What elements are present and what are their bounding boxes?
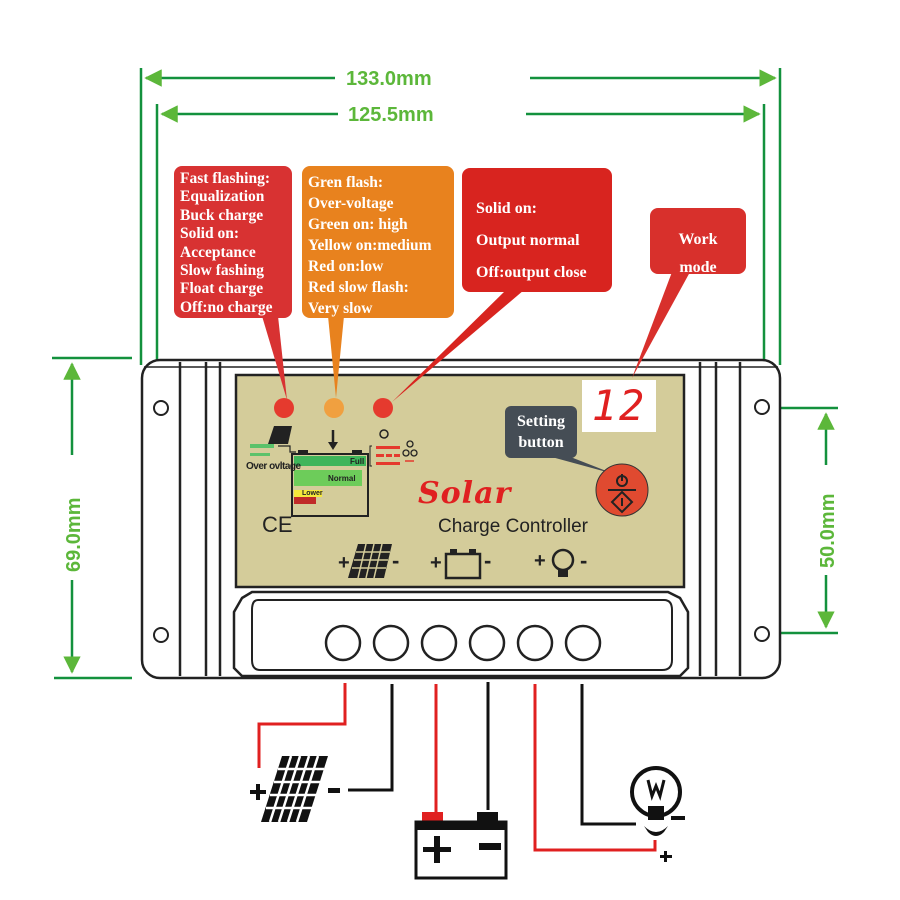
dimension-overall-height	[52, 356, 132, 680]
battery-level-normal	[294, 470, 362, 486]
callout-charge-status: Fast flashing: Equalization Buck charge …	[174, 166, 292, 318]
callout-line: Off:output close	[476, 264, 587, 281]
battery-level-full	[294, 456, 366, 466]
callout-line: Setting	[517, 413, 565, 430]
callout-setting-button: Setting button	[505, 406, 577, 458]
wire-solar-positive	[257, 683, 347, 768]
callout-line: Green on: high	[308, 216, 408, 233]
callout-line: button	[518, 434, 564, 451]
battery-level-graphic	[291, 450, 369, 517]
product-subtitle: Charge Controller	[438, 516, 588, 537]
terminal-solar-plus[interactable]	[324, 624, 362, 662]
brand-label: Solar	[418, 476, 512, 511]
callout-line: Acceptance	[180, 243, 256, 261]
panel-load-plus: +	[534, 550, 546, 572]
callout-line: Yellow on:medium	[308, 237, 432, 254]
setting-button[interactable]	[595, 463, 649, 517]
callout-line: Float charge	[180, 280, 264, 298]
callout-load-status: Solid on: Output normal Off:output close	[462, 168, 612, 292]
mounting-hole-top-right	[754, 399, 770, 415]
panel-solar-plus: +	[338, 552, 350, 574]
over-voltage-bar-1	[250, 444, 274, 448]
callout-pointer-mode	[632, 272, 690, 378]
callout-line: Equalization	[180, 188, 265, 206]
callout-battery-status: Gren flash: Over-voltage Green on: high …	[302, 166, 454, 318]
terminal-load-plus[interactable]	[516, 624, 554, 662]
callout-pointer-battery	[328, 316, 344, 398]
work-mode-display: 12	[582, 380, 656, 432]
light-bulb-icon	[630, 766, 685, 862]
over-voltage-label: Over ovltage	[246, 461, 301, 472]
led-charge-indicator	[274, 398, 294, 418]
terminal-screws	[324, 624, 602, 662]
dimension-label-hole-height: 50.0mm	[817, 494, 839, 569]
callout-line: Work	[678, 231, 718, 248]
lamp-mini-icon	[379, 429, 389, 439]
dimension-label-hole-width: 125.5mm	[348, 104, 434, 126]
callout-line: Red on:low	[308, 258, 384, 275]
lamp-terminal-icon	[551, 548, 575, 577]
display-value: 12	[591, 381, 647, 430]
wire-load-negative	[580, 684, 636, 826]
callout-line: Slow fashing	[180, 262, 264, 280]
solar-plus-sign	[250, 784, 266, 800]
dimension-hole-width	[155, 104, 766, 408]
battery-icon	[414, 812, 508, 880]
solar-minus-sign	[328, 788, 340, 793]
callout-pointer-setting	[548, 456, 614, 474]
callout-line: Off:no charge	[180, 298, 273, 316]
terminal-solar-minus[interactable]	[372, 624, 410, 662]
dimension-label-overall-width: 133.0mm	[346, 68, 432, 90]
battery-level-critical	[294, 497, 316, 504]
arrow-down-icon	[328, 430, 338, 450]
callout-pointer-load	[392, 290, 524, 402]
solar-panel-icon	[261, 755, 328, 823]
callout-line: Over-voltage	[308, 195, 394, 212]
load-status-graphic	[369, 429, 418, 467]
callout-line: Fast flashing:	[180, 170, 270, 187]
callout-line: mode	[679, 259, 717, 276]
battery-level-full-label: Full	[350, 457, 365, 466]
dimension-label-overall-height: 69.0mm	[63, 498, 85, 573]
mounting-hole-bottom-left	[153, 627, 169, 643]
led-load-indicator	[373, 398, 393, 418]
dimension-overall-width	[139, 68, 782, 365]
wire-load-positive	[533, 684, 657, 852]
wire-solar-negative	[348, 684, 394, 792]
panel-battery-minus: -	[484, 548, 492, 573]
terminal-load-minus[interactable]	[564, 624, 602, 662]
mounting-hole-bottom-right	[754, 626, 770, 642]
battery-level-normal-label: Normal	[328, 474, 356, 483]
callout-line: Gren flash:	[308, 174, 384, 191]
battery-level-lower-label: Lower	[302, 490, 323, 497]
panel-battery-plus: +	[430, 552, 442, 574]
battery-level-lower	[294, 490, 322, 497]
callout-line: Buck charge	[180, 206, 264, 224]
callout-line: Solid on:	[476, 200, 537, 217]
panel-solar-minus: -	[392, 548, 400, 573]
callout-line: Output normal	[476, 232, 580, 249]
mounting-hole-top-left	[153, 400, 169, 416]
callout-line: Solid on:	[180, 225, 240, 243]
over-voltage-bar-2	[250, 453, 270, 456]
terminal-battery-minus[interactable]	[468, 624, 506, 662]
panel-load-minus: -	[580, 548, 588, 573]
solar-panel-mini-icon	[268, 426, 292, 444]
led-battery-indicator	[324, 398, 344, 418]
ce-mark: CE	[262, 512, 293, 537]
callout-line: Red slow flash:	[308, 279, 409, 296]
callout-line: Very slow	[308, 300, 373, 317]
terminal-battery-plus[interactable]	[420, 624, 458, 662]
callout-work-mode: Work mode	[650, 208, 746, 276]
terminal-block	[232, 590, 690, 678]
callout-pointer-charge	[262, 316, 287, 400]
battery-terminal-icon	[444, 549, 482, 580]
solar-terminal-icon	[348, 543, 392, 579]
lamp-minus-sign	[671, 816, 685, 820]
